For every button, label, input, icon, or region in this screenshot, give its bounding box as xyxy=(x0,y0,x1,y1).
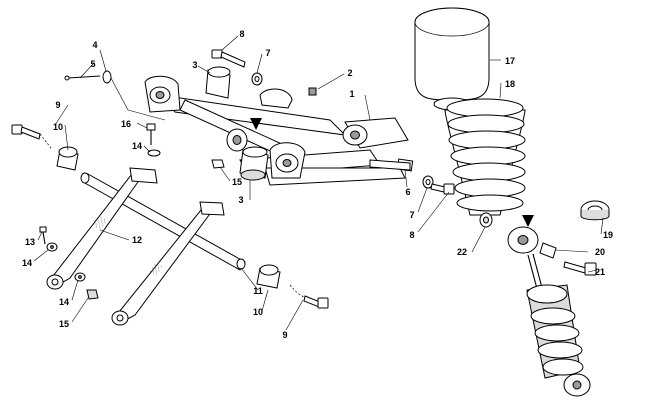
callout-14-left: 14 xyxy=(22,258,32,268)
callout-10-right: 10 xyxy=(253,307,263,317)
bushing-10-right xyxy=(236,258,281,289)
arrow-marker-right xyxy=(522,215,534,227)
callout-21: 21 xyxy=(595,267,605,277)
callout-3-lower: 3 xyxy=(238,195,243,205)
callout-9-right: 9 xyxy=(282,330,287,340)
callout-8-top: 8 xyxy=(239,29,244,39)
tie-rod-right xyxy=(111,204,216,326)
washer-14-upper xyxy=(147,149,161,157)
callout-7-top: 7 xyxy=(265,48,270,58)
callout-3-upper: 3 xyxy=(192,60,197,70)
nut-22 xyxy=(479,212,493,228)
bolt-21 xyxy=(563,261,597,276)
spacer-upper xyxy=(205,66,231,99)
callout-8-right: 8 xyxy=(409,230,414,240)
nut-15-upper xyxy=(211,159,225,169)
washer-14-lower xyxy=(74,272,86,282)
grease-fitting xyxy=(308,87,317,96)
bolt-16 xyxy=(146,123,156,145)
bolt-8-right xyxy=(430,183,455,195)
callout-7-right: 7 xyxy=(409,210,414,220)
callout-9-left: 9 xyxy=(55,100,60,110)
cotter-pin xyxy=(64,70,166,121)
upper-a-arm xyxy=(144,75,414,186)
shock-upper-eye xyxy=(507,226,539,254)
bolt-9-left xyxy=(11,124,53,151)
callout-18: 18 xyxy=(505,79,515,89)
callout-15-upper: 15 xyxy=(232,177,242,187)
callout-14-lower: 14 xyxy=(59,297,69,307)
spacer-20 xyxy=(539,242,557,259)
callout-14-upper: 14 xyxy=(132,141,142,151)
arrow-marker-left xyxy=(250,118,262,130)
callout-17: 17 xyxy=(505,56,515,66)
callout-10-left: 10 xyxy=(53,122,63,132)
callout-labels: 1 2 3 3 4 5 6 7 7 8 8 9 9 10 10 11 12 13… xyxy=(22,29,613,340)
callout-2: 2 xyxy=(347,68,352,78)
callout-13: 13 xyxy=(25,237,35,247)
bolt-9-right xyxy=(289,284,329,309)
callout-11: 11 xyxy=(253,286,263,296)
leader-lines xyxy=(33,35,604,331)
bushing-10-left xyxy=(56,146,79,171)
callout-6: 6 xyxy=(405,187,410,197)
callout-1: 1 xyxy=(349,89,354,99)
washer-7-right xyxy=(422,175,434,189)
callout-22: 22 xyxy=(457,247,467,257)
shock-body xyxy=(526,253,591,397)
nut-15-lower xyxy=(86,289,99,300)
callout-4: 4 xyxy=(92,40,97,50)
arm-bushing xyxy=(226,128,248,152)
callout-20: 20 xyxy=(595,247,605,257)
callout-5: 5 xyxy=(90,59,95,69)
shock-spring xyxy=(444,98,526,216)
washer-14-left xyxy=(46,242,58,252)
washer-7-top xyxy=(251,72,263,86)
spacer-lower xyxy=(239,146,269,181)
clip-19 xyxy=(580,200,610,221)
callout-15-lower: 15 xyxy=(59,319,69,329)
callout-19: 19 xyxy=(603,230,613,240)
shock-boot xyxy=(414,7,490,111)
callout-12: 12 xyxy=(132,235,142,245)
tie-rod-brackets xyxy=(129,167,225,216)
bolt-8-top xyxy=(211,49,246,68)
callout-16: 16 xyxy=(121,119,131,129)
tie-rod-left xyxy=(46,169,146,290)
bolt-13 xyxy=(39,226,47,245)
pivot-shaft xyxy=(369,159,411,171)
